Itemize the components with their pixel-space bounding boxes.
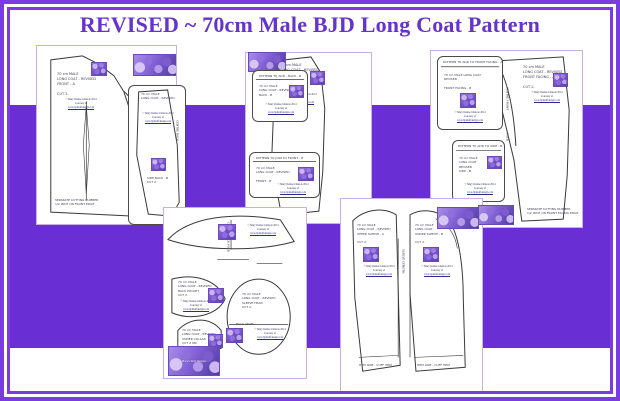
floral-banner-stamp	[478, 205, 514, 225]
page-title: REVISED ~ 70cm Male BJD Long Coat Patter…	[79, 12, 541, 37]
floral-watermark-stamp	[208, 288, 224, 303]
credit-block-collar: © Mary Denise Johnson 2014 Courtesy of w…	[247, 224, 279, 235]
credit-block-side-b: © Mary Denise Johnson 2014 Courtesy of w…	[464, 183, 496, 194]
handwritten-header-side-b: PATTERN TO ADD TO SIDE - B	[458, 144, 503, 148]
floral-watermark-stamp	[226, 328, 243, 343]
floral-watermark-stamp	[310, 71, 325, 85]
handwritten-label-back-b: 70 cm MALE LONG COAT - REVISED BACK - B	[259, 84, 293, 97]
credit-block-side-back-b: © Mary Denise Johnson 2014 Courtesy of w…	[142, 112, 174, 123]
credit-block-under-sleeve: © Mary Denise Johnson 2014 Courtesy of w…	[421, 265, 453, 276]
brand-logo-caption: Mary's Doll Designs	[181, 358, 207, 363]
hem-note-under-sleeve: HEM LINE - CUFF HEM	[417, 363, 450, 367]
handwritten-label-front-b: 70 cm MALE LONG COAT - REVISED FRONT - B	[256, 166, 290, 184]
floral-watermark-stamp	[298, 167, 314, 181]
pattern-outline-front-b	[250, 153, 319, 197]
edge-note-sleeve-length: SLEEVE LENGTH	[401, 249, 406, 274]
sheet-back-b: PATTERN TO ADD - BACK - B 70 cm MALE LON…	[252, 70, 308, 122]
edge-note-centre-front: CENTRE FRONT	[505, 87, 510, 111]
handwritten-header-front-b: PATTERN TO JOIN TO FRONT - B	[256, 156, 304, 160]
credit-block-back-b: © Mary Denise Johnson 2014 Courtesy of w…	[265, 103, 297, 114]
hem-note-upper-sleeve: HEM LINE - CUFF HEM	[359, 363, 392, 367]
floral-watermark-stamp	[363, 247, 379, 262]
credit-block-front-facing-a: © Mary Denise Johnson 2014 Courtesy of w…	[531, 91, 563, 102]
floral-watermark-stamp	[553, 73, 568, 87]
pattern-outline-front-a	[37, 46, 176, 224]
credit-block-upper-sleeve: © Mary Denise Johnson 2014 Courtesy of w…	[363, 265, 395, 276]
floral-watermark-stamp	[423, 247, 439, 262]
handwritten-header-front-facing-b: PATTERN TO ADD TO FRONT FACING - A	[443, 60, 503, 64]
edge-note-back-seam: BACK SEAM	[236, 322, 254, 326]
handwritten-header-side-back-b: 70 cm MALE LONG COAT - REVISED	[141, 92, 175, 101]
handwritten-label-under-sleeve: 70 cm MALE LONG COAT UNDER SLEEVE - B CU…	[415, 223, 444, 245]
floral-watermark-stamp	[151, 158, 166, 171]
handwritten-label-front-facing-a: 70 cm MALE LONG COAT - REVISED FRONT FAC…	[523, 65, 563, 90]
hem-note-front-facing-a: SEPARATE CUTTING NUMBER 1/2 INCH ON FRON…	[527, 207, 579, 216]
floral-watermark-stamp	[487, 156, 502, 169]
floral-watermark-stamp	[289, 85, 304, 98]
pattern-outline-side-b	[453, 141, 504, 201]
inner-border	[7, 7, 613, 394]
floral-banner-stamp	[133, 54, 176, 76]
floral-watermark-stamp	[91, 62, 107, 76]
sheet-front-b: PATTERN TO JOIN TO FRONT - B 70 cm MALE …	[249, 152, 320, 198]
edge-note-centre-back: CENTRE BACK	[175, 120, 180, 142]
brand-logo-stamp: Mary's Doll Designs	[168, 346, 220, 376]
handwritten-label-sleeve-head: 70 cm MALE LONG COAT - REVISED SLEEVE HE…	[242, 292, 276, 310]
credit-block-front-b: © Mary Denise Johnson 2014 Courtesy of w…	[277, 183, 309, 194]
floral-watermark-stamp	[218, 224, 236, 240]
floral-watermark-stamp	[460, 93, 476, 108]
panel-collar-pocket: CENTRE BACK FOLD © Mary Denise Johnson 2…	[163, 207, 307, 379]
pattern-outline-back-b	[253, 71, 307, 121]
grain-line-arrow	[37, 46, 176, 224]
handwritten-label-front-a: 70 cm MALE LONG COAT - REVISED FRONT - A…	[57, 72, 97, 97]
credit-block-sleeve-head: © Mary Denise Johnson 2014 Courtesy of w…	[254, 328, 286, 339]
handwritten-label-upper-sleeve: 70 cm MALE LONG COAT - REVISED UPPER SLE…	[357, 223, 391, 245]
handwritten-label-side-back-b: SIDE BACK - B CUT 2.	[147, 176, 169, 185]
handwritten-label-front-facing-b: 70 cm MALE LONG COAT REVISED FRONT FACIN…	[444, 73, 481, 91]
sheet-front-facing-b: PATTERN TO ADD TO FRONT FACING - A 70 cm…	[437, 56, 503, 130]
handwritten-header-back-b: PATTERN TO ADD - BACK - B	[259, 74, 302, 78]
hem-note-front-a: SEPARATE CUTTING NUMBER 1/2 INCH ON FRON…	[55, 198, 99, 207]
panel-sleeves: 70 cm MALE LONG COAT - REVISED UPPER SLE…	[340, 198, 483, 394]
sheet-side-back-b: 70 cm MALE LONG COAT - REVISED © Mary De…	[128, 85, 186, 225]
handwritten-label-side-b: 70 cm MALE LONG COAT REVISED SIDE - B	[459, 156, 478, 174]
credit-block-front-facing-b: © Mary Denise Johnson 2014 Courtesy of w…	[454, 111, 486, 122]
pattern-outline-front-facing-b	[438, 57, 502, 129]
handwritten-label-pocket-flap: 70 cm MALE LONG COAT - REVISED BACK POCK…	[178, 280, 212, 298]
edge-note-fold: FOLD	[505, 133, 510, 142]
